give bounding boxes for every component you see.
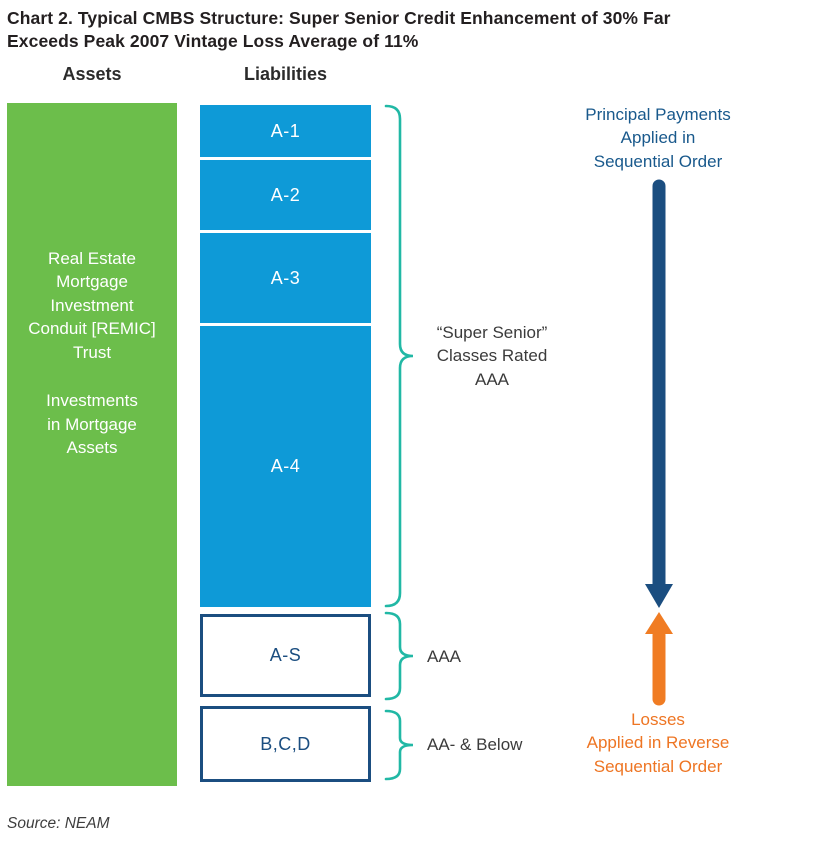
losses-up-arrow: [645, 612, 673, 706]
aaa-annotation: AAA: [427, 647, 462, 666]
tranche-a2-label: A-2: [270, 184, 301, 205]
aaa-brace: [384, 611, 414, 701]
remic-trust-box: Real Estate Mortgage Investment Conduit …: [7, 103, 177, 786]
tranche-as: A-S: [200, 614, 371, 697]
chart-title: Chart 2. Typical CMBS Structure: Super S…: [7, 8, 671, 51]
super-senior-brace: [384, 104, 414, 608]
assets-column-header: Assets: [62, 64, 122, 84]
tranche-a1-label: A-1: [270, 120, 301, 141]
tranche-a3: A-3: [200, 233, 371, 323]
tranche-a4-label: A-4: [270, 456, 301, 476]
losses-caption: Losses Applied in Reverse Sequential Ord…: [586, 710, 730, 776]
aa-below-annotation: AA- & Below: [427, 735, 523, 754]
tranche-a2: A-2: [200, 160, 371, 230]
super-senior-annotation: “Super Senior” Classes Rated AAA: [436, 323, 548, 389]
aa-below-brace: [384, 709, 414, 781]
tranche-bcd: B,C,D: [200, 706, 371, 782]
liabilities-column-header: Liabilities: [243, 64, 328, 84]
principal-payments-down-arrow: [645, 179, 673, 608]
remic-trust-label: Real Estate Mortgage Investment Conduit …: [28, 249, 156, 362]
tranche-as-label: A-S: [269, 645, 302, 665]
tranche-a4: A-4: [200, 326, 371, 607]
mortgage-investments-label: Investments in Mortgage Assets: [46, 391, 138, 458]
principal-payments-caption: Principal Payments Applied in Sequential…: [585, 105, 731, 171]
tranche-bcd-label: B,C,D: [260, 733, 311, 754]
tranche-a3-label: A-3: [270, 267, 301, 288]
source-note: Source: NEAM: [7, 815, 110, 832]
tranche-a1: A-1: [200, 105, 371, 157]
